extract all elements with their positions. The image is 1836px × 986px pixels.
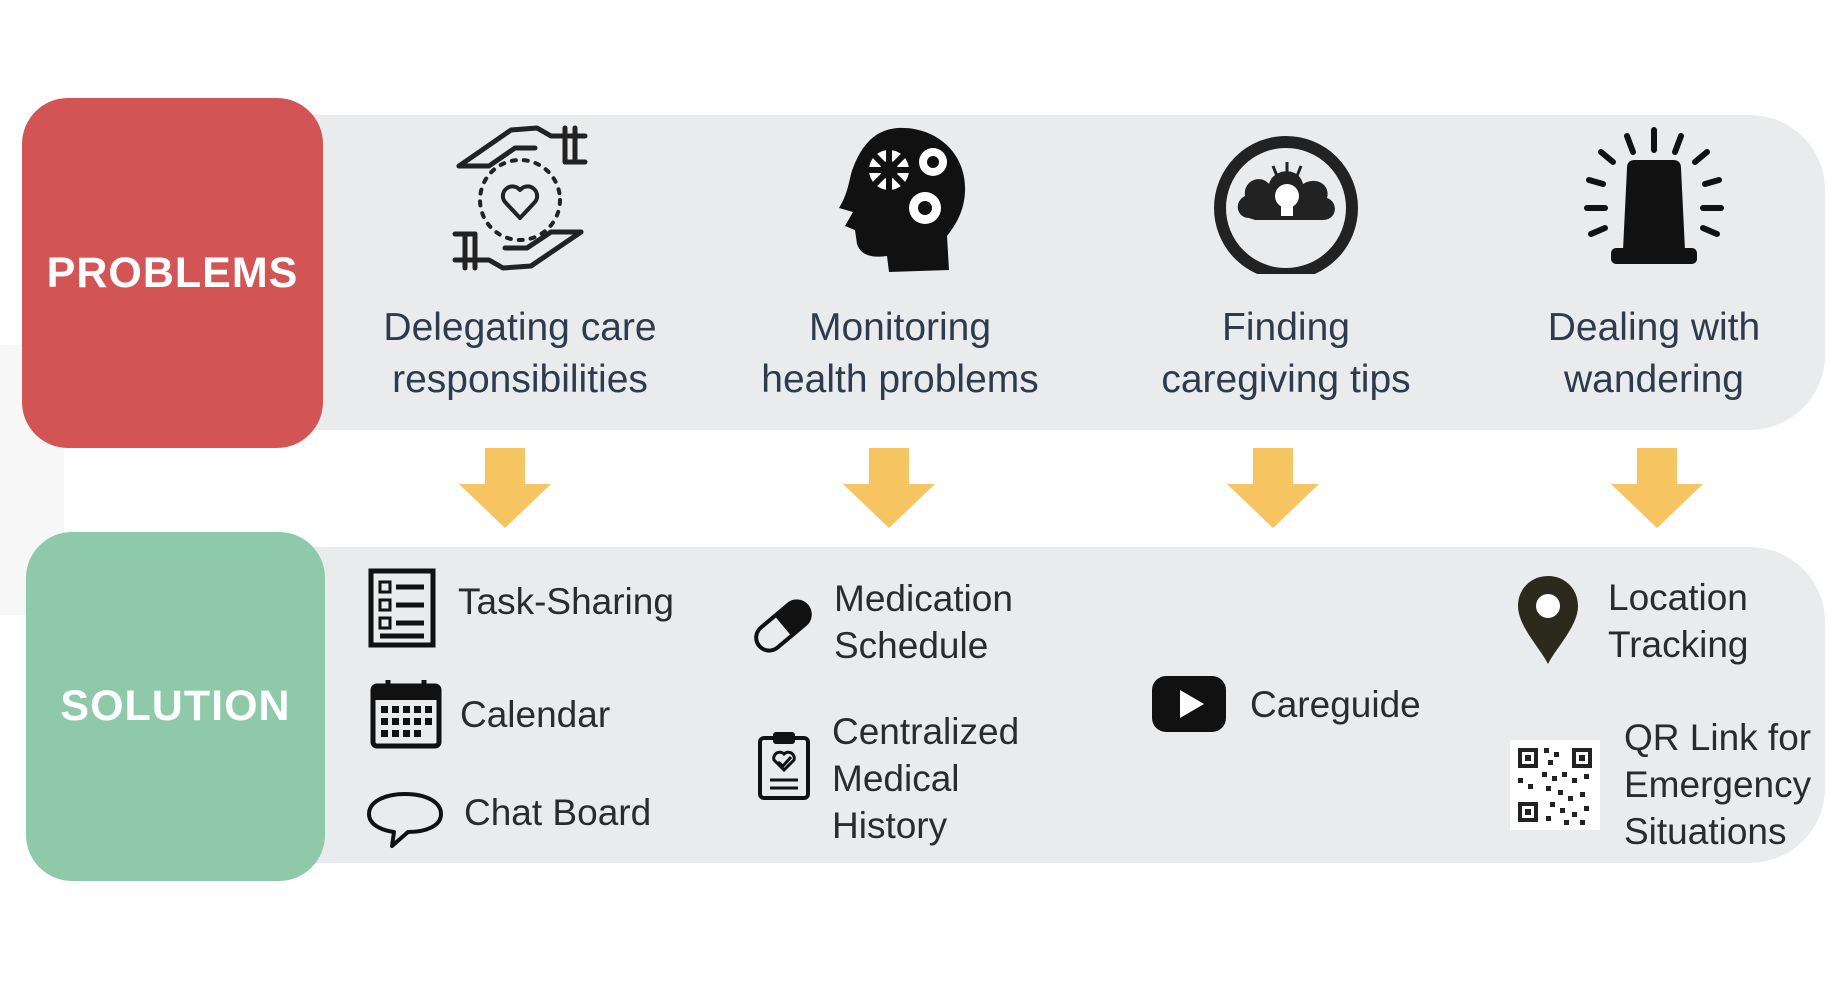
problems-tag: PROBLEMS <box>22 98 323 448</box>
solution-calendar: Calendar <box>370 678 610 750</box>
solution-qr-link: QR Link for Emergency Situations <box>1510 714 1811 855</box>
solution-medical-history: Centralized Medical History <box>756 708 1019 849</box>
problem-title-line: Monitoring <box>808 306 992 349</box>
qr-code-icon <box>1510 740 1600 830</box>
siren-alarm-icon <box>1584 127 1724 264</box>
problem-title-line: Delegating care <box>383 306 657 349</box>
medication-label-line: Medication <box>834 578 1013 619</box>
problem-title-line: Finding <box>1222 306 1350 349</box>
down-arrow-icon <box>1611 448 1703 528</box>
calendar-icon <box>370 680 442 749</box>
location-label-line: Location <box>1608 577 1748 618</box>
problems-band <box>280 115 1825 430</box>
problem-title-line: responsibilities <box>392 358 648 401</box>
chat-board-label: Chat Board <box>464 791 652 833</box>
location-label-line: Tracking <box>1608 624 1749 665</box>
problem-delegating-care: Delegating care responsibilities <box>340 122 700 406</box>
down-arrow-icon <box>459 448 551 528</box>
problem-monitoring-health: Monitoring health problems <box>720 122 1080 406</box>
problem-dealing-wandering: Dealing with wandering <box>1474 122 1834 406</box>
checklist-icon <box>368 568 436 648</box>
careguide-label: Careguide <box>1250 683 1421 725</box>
down-arrow-icon <box>1227 448 1319 528</box>
solution-tag: SOLUTION <box>26 532 325 881</box>
qr-label-line: QR Link for <box>1624 717 1812 758</box>
problems-tag-label: PROBLEMS <box>46 248 299 297</box>
solution-location-tracking: Location Tracking <box>1516 574 1749 668</box>
medical-history-label-line: Centralized <box>832 711 1020 752</box>
medication-label-line: Schedule <box>834 625 989 666</box>
cloud-lightbulb-icon <box>1214 136 1358 274</box>
play-button-icon <box>1152 676 1226 732</box>
solution-medication-schedule: Medication Schedule <box>748 575 1013 669</box>
problem-title-line: wandering <box>1564 358 1744 401</box>
problem-finding-tips: Finding caregiving tips <box>1106 122 1466 406</box>
down-arrow-icon <box>843 448 935 528</box>
solution-tag-label: SOLUTION <box>60 682 291 730</box>
task-sharing-label: Task-Sharing <box>458 580 674 622</box>
head-with-gears-icon <box>839 127 966 272</box>
map-pin-icon <box>1518 576 1578 664</box>
calendar-label: Calendar <box>460 693 611 735</box>
solution-chat-board: Chat Board <box>366 790 651 850</box>
solution-careguide: Careguide <box>1150 674 1421 734</box>
solution-task-sharing: Task-Sharing <box>368 568 674 648</box>
problem-title-line: health problems <box>761 358 1039 401</box>
qr-label-line: Situations <box>1624 811 1787 852</box>
clipboard-heart-icon <box>758 732 810 800</box>
problem-title-line: caregiving tips <box>1161 358 1411 401</box>
medical-history-label-line: History <box>832 805 948 846</box>
caring-hands-heart-icon <box>452 125 588 271</box>
speech-bubble-icon <box>367 792 443 848</box>
medical-history-label-line: Medical <box>832 758 960 799</box>
problem-title-line: Dealing with <box>1547 306 1761 349</box>
qr-label-line: Emergency <box>1624 764 1812 805</box>
pill-capsule-icon <box>754 599 812 653</box>
